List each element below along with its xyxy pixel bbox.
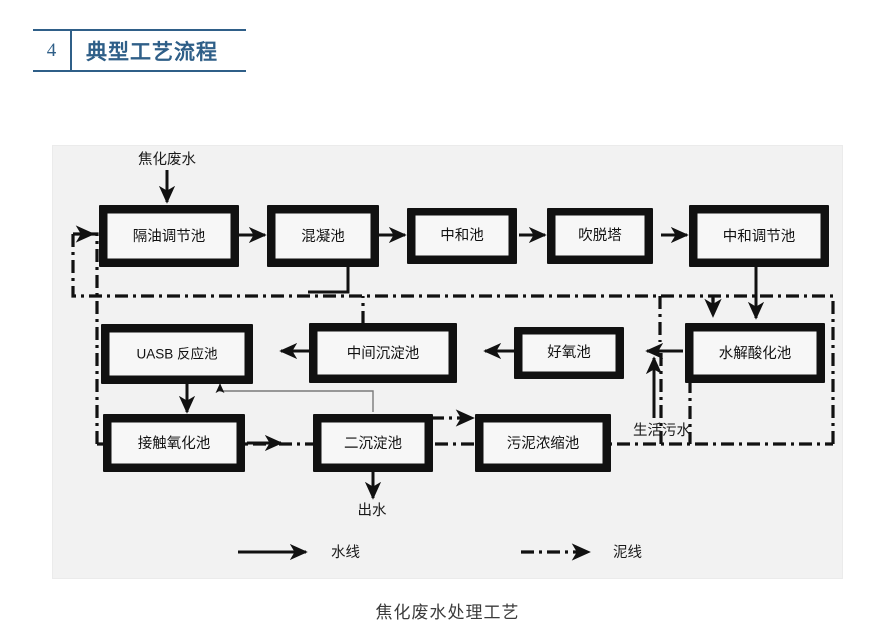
section-number: 4	[46, 40, 57, 61]
legend-item-water-line: 水线	[238, 544, 360, 561]
node-label: 好氧池	[547, 344, 591, 361]
node-label: UASB 反应池	[136, 346, 217, 362]
annotation-domestic-sewage: 生活污水	[633, 422, 691, 439]
page-title: 典型工艺流程	[86, 40, 218, 64]
node-label: 中间沉淀池	[347, 345, 420, 362]
process-flow-diagram: 隔油调节池 混凝池 中和池 吹脱塔 中和调节池 UASB 反应池	[71, 151, 835, 561]
node-n10[interactable]: 接触氧化池	[103, 414, 245, 472]
legend-label: 泥线	[613, 544, 642, 561]
node-n1[interactable]: 隔油调节池	[99, 205, 239, 267]
figure-panel: 隔油调节池 混凝池 中和池 吹脱塔 中和调节池 UASB 反应池	[52, 145, 843, 579]
node-label: 吹脱塔	[578, 227, 622, 244]
node-n9[interactable]: 水解酸化池	[685, 323, 825, 383]
node-n8[interactable]: 好氧池	[514, 327, 624, 379]
node-n12[interactable]: 污泥浓缩池	[475, 414, 611, 472]
node-label: 中和调节池	[723, 228, 796, 245]
figure-caption: 焦化废水处理工艺	[375, 603, 520, 622]
section-header: 4 典型工艺流程	[33, 29, 246, 72]
node-label: 接触氧化池	[138, 435, 211, 452]
water-line-n2-down-stub	[308, 265, 350, 294]
annotation-influent: 焦化废水	[138, 151, 196, 168]
node-n7[interactable]: 中间沉淀池	[309, 323, 457, 383]
node-label: 中和池	[440, 227, 484, 244]
node-label: 二沉淀池	[344, 435, 402, 452]
annotation-effluent: 出水	[358, 502, 387, 519]
node-n2[interactable]: 混凝池	[267, 205, 379, 267]
node-n4[interactable]: 吹脱塔	[547, 208, 653, 264]
legend-label: 水线	[331, 544, 360, 561]
node-n3[interactable]: 中和池	[407, 208, 517, 264]
node-label: 水解酸化池	[719, 345, 792, 362]
node-n5[interactable]: 中和调节池	[689, 205, 829, 267]
node-label: 混凝池	[301, 228, 345, 245]
node-label: 隔油调节池	[133, 228, 206, 245]
node-n11[interactable]: 二沉淀池	[313, 414, 433, 472]
legend: 水线 泥线	[238, 543, 642, 561]
legend-item-sludge-line: 泥线	[521, 543, 642, 561]
node-n6[interactable]: UASB 反应池	[101, 324, 253, 384]
section-header-divider	[70, 31, 72, 70]
water-line-return-sludge	[215, 383, 374, 412]
node-label: 污泥浓缩池	[507, 435, 580, 452]
